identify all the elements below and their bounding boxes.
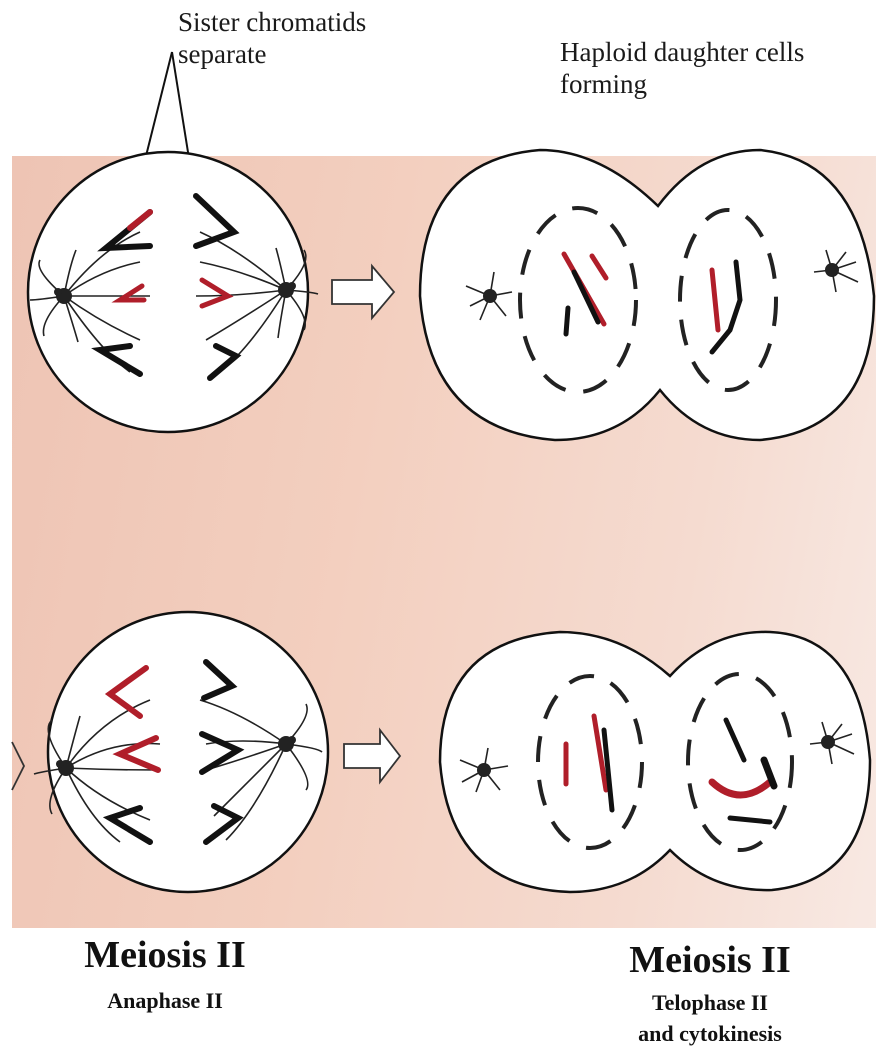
centriole-icon bbox=[825, 263, 839, 277]
arrow-icon bbox=[332, 266, 394, 318]
telophase-stage-subtitle-line1: Telophase II bbox=[585, 989, 835, 1017]
telophase-cell-top bbox=[420, 150, 874, 440]
centriole-icon bbox=[477, 763, 491, 777]
telophase-stage-subtitle-line2: and cytokinesis bbox=[585, 1020, 835, 1048]
arrow-icon bbox=[12, 742, 24, 790]
arrow-icon bbox=[344, 730, 400, 782]
anaphase-cell-bottom bbox=[34, 612, 328, 892]
centriole-icon bbox=[483, 289, 497, 303]
centriole-icon bbox=[821, 735, 835, 749]
anaphase-stage-subtitle: Anaphase II bbox=[40, 987, 290, 1015]
anaphase-cell-top bbox=[28, 152, 318, 432]
anaphase-stage-title: Meiosis II bbox=[40, 933, 290, 977]
telophase-cell-bottom bbox=[440, 632, 870, 892]
telophase-stage-title: Meiosis II bbox=[585, 938, 835, 982]
